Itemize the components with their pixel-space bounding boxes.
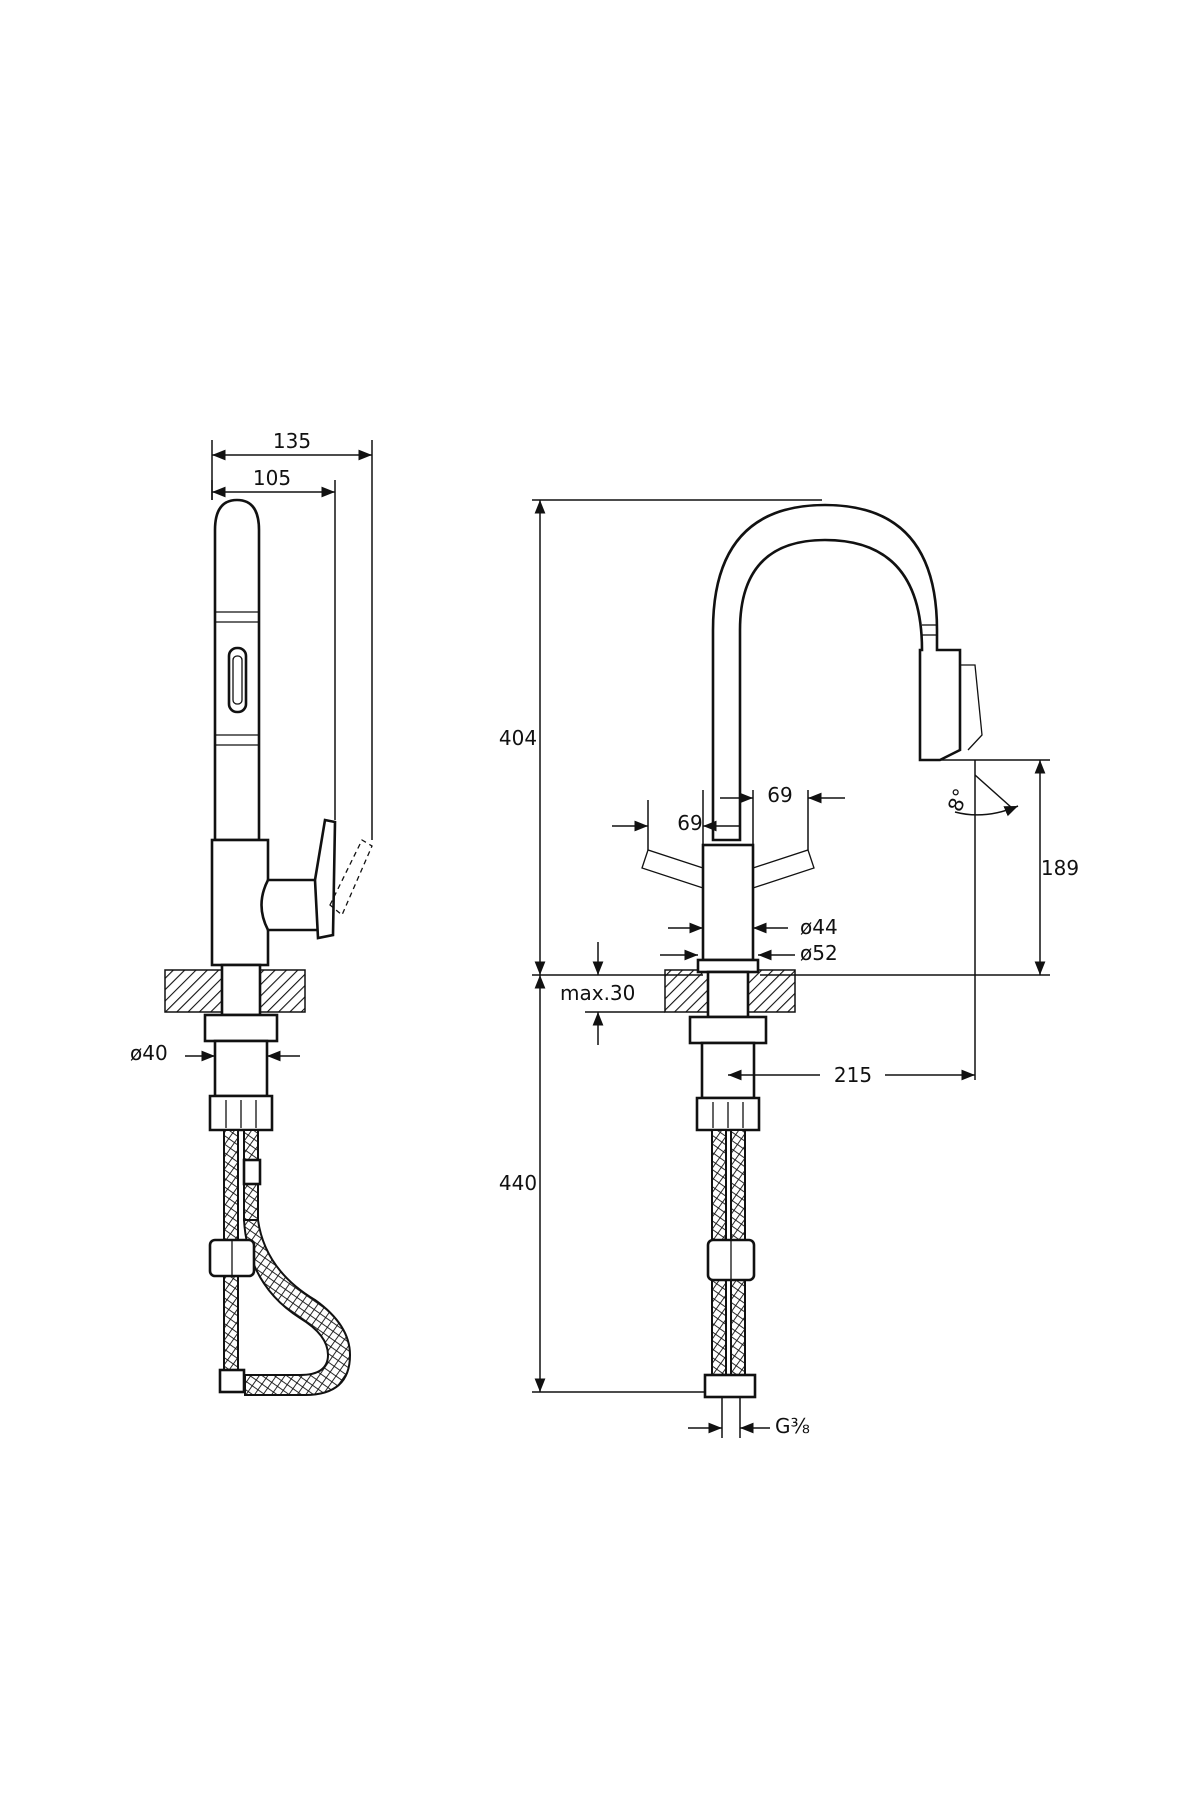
side-spray-button: [227, 646, 248, 714]
front-lower-body: [700, 1041, 756, 1100]
front-body: [701, 843, 755, 962]
front-dim-404: 404: [499, 726, 537, 750]
side-lower-body: [213, 1039, 269, 1098]
front-collar: [696, 958, 760, 974]
side-dim-135: 135: [273, 429, 311, 453]
front-dim-52: ø52: [800, 941, 838, 965]
side-body: [210, 838, 270, 967]
front-dim-max30: max.30: [560, 981, 635, 1005]
side-weight-clip: [242, 1158, 262, 1186]
side-connector: [218, 1368, 246, 1394]
front-nut: [688, 1015, 768, 1045]
side-lever: [260, 878, 327, 932]
side-shank: [220, 963, 262, 1017]
side-lever-alt: [329, 839, 373, 917]
front-dim-189: 189: [1041, 856, 1079, 880]
front-dim-angle-arc: [954, 805, 1019, 817]
side-dim-40: ø40: [130, 1041, 168, 1065]
front-dim-angle: 8°: [943, 785, 973, 815]
front-dim-69-right: 69: [767, 783, 792, 807]
front-view: 404 440 69 69 ø44 ø52 max.30 189: [499, 499, 1079, 1438]
front-shank: [706, 970, 750, 1019]
front-dim-215: 215: [834, 1063, 872, 1087]
front-spray-trigger: [960, 664, 983, 751]
side-dim-105: 105: [253, 466, 291, 490]
side-view: 135 105 ø40: [130, 429, 373, 1396]
side-pullout-hose-loop: [242, 1219, 352, 1396]
front-lever-right: [752, 849, 815, 889]
front-dim-440: 440: [499, 1171, 537, 1195]
front-lever-left: [641, 849, 704, 889]
front-dim-69-left: 69: [677, 811, 702, 835]
front-dim-44: ø44: [800, 915, 838, 939]
side-nut: [203, 1013, 279, 1043]
front-dim-g38: G⅜: [775, 1414, 810, 1438]
front-connector: [703, 1373, 757, 1399]
side-spray-button-inner: [232, 655, 243, 705]
front-gooseneck: [711, 503, 962, 842]
side-lever-handle: [313, 818, 337, 940]
